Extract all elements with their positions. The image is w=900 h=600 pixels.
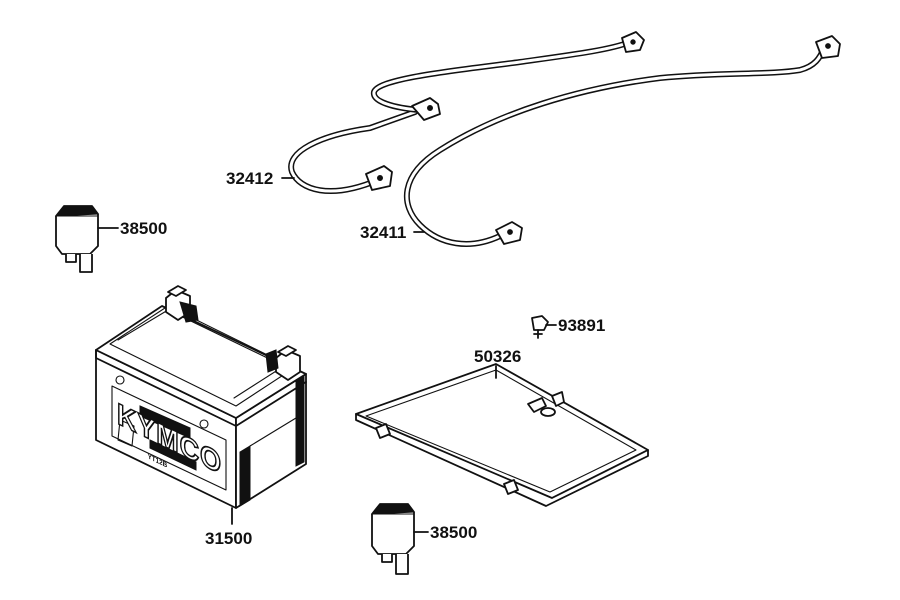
part-label-bolt: 93891 bbox=[558, 316, 605, 335]
battery-31500: KYMCO YT12B bbox=[95, 285, 307, 509]
part-label-cable-32412: 32412 bbox=[226, 169, 273, 188]
part-label-battery: 31500 bbox=[205, 529, 252, 548]
battery-cable-32412 bbox=[288, 31, 645, 194]
relay-upper bbox=[54, 205, 99, 273]
part-label-cover: 50326 bbox=[474, 347, 521, 366]
part-label-relay-upper: 38500 bbox=[120, 219, 167, 238]
part-label-relay-lower: 38500 bbox=[430, 523, 477, 542]
battery-cover-50326 bbox=[355, 363, 649, 507]
battery-cable-32411 bbox=[404, 35, 841, 247]
leader-lines bbox=[97, 177, 557, 533]
relay-lower bbox=[370, 503, 415, 575]
part-label-cable-32411: 32411 bbox=[360, 223, 406, 242]
bolt-93891 bbox=[531, 315, 549, 339]
